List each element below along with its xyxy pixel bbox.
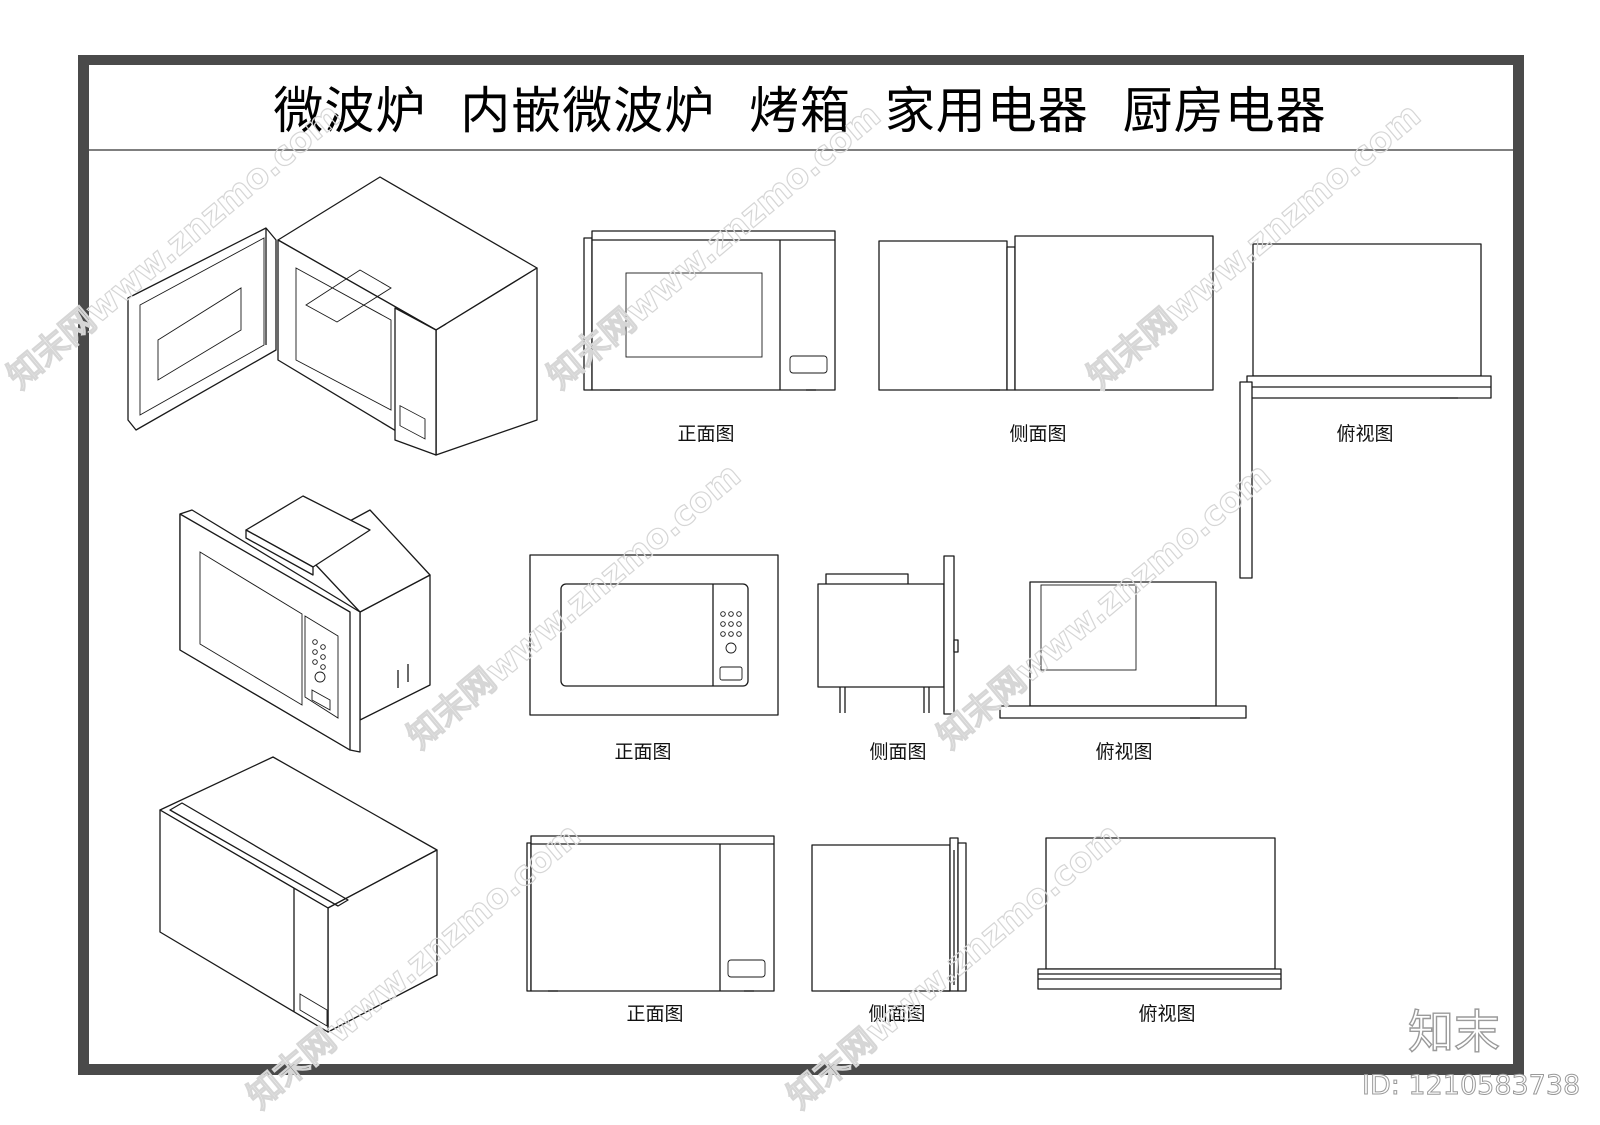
side-view-label-3: 侧面图 xyxy=(868,1003,925,1025)
top-view-label-1: 俯视图 xyxy=(1336,423,1393,445)
side-view-2 xyxy=(817,555,959,715)
side-view-3 xyxy=(811,837,967,992)
top-view-2 xyxy=(999,581,1247,719)
front-view-3 xyxy=(526,835,775,992)
iso-builtin-microwave xyxy=(179,495,431,753)
iso-microwave-open-door xyxy=(127,176,538,456)
side-view-label-1: 侧面图 xyxy=(1009,423,1066,445)
brand-logo: 知末 xyxy=(1408,1005,1500,1059)
top-view-3 xyxy=(1037,837,1282,990)
side-view-label-2: 侧面图 xyxy=(869,741,926,763)
page-title: 微波炉 内嵌微波炉 烤箱 家用电器 厨房电器 xyxy=(273,82,1326,140)
top-view-label-3: 俯视图 xyxy=(1138,1003,1195,1025)
side-view-1 xyxy=(878,235,1214,391)
iso-microwave-closed xyxy=(159,756,438,1033)
top-view-1 xyxy=(1239,243,1492,579)
front-view-1 xyxy=(583,230,836,391)
front-view-2 xyxy=(529,554,779,716)
front-view-label-3: 正面图 xyxy=(626,1003,683,1025)
top-view-label-2: 俯视图 xyxy=(1095,741,1152,763)
keypad-iso xyxy=(311,639,331,711)
front-view-label-1: 正面图 xyxy=(677,423,734,445)
image-id: ID: 1210583738 xyxy=(1362,1070,1580,1101)
front-view-label-2: 正面图 xyxy=(614,741,671,763)
keypad-front xyxy=(719,611,743,681)
